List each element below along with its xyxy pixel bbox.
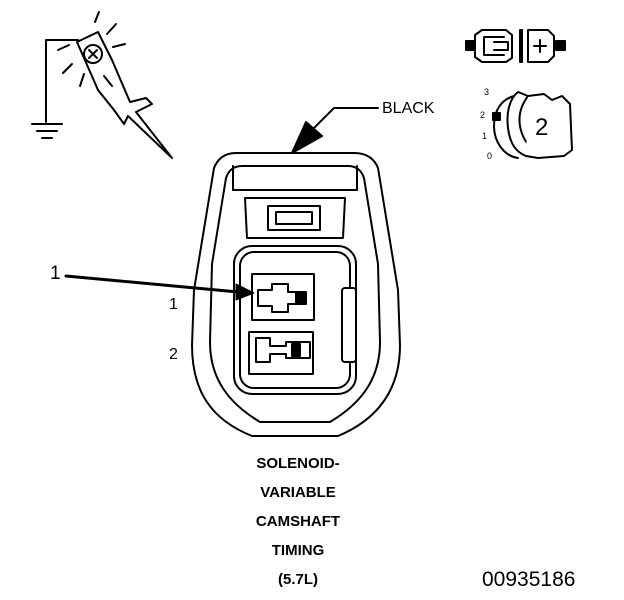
cavity-label-2: 2 xyxy=(169,346,178,363)
ground-symbol xyxy=(31,39,79,139)
scale-label-2: 2 xyxy=(480,110,486,120)
connector-color-label: BLACK xyxy=(382,100,435,117)
cavity-label-1: 1 xyxy=(169,296,178,313)
connector-housing xyxy=(191,152,401,437)
view-number: 2 xyxy=(535,114,549,141)
figure-id: 00935186 xyxy=(482,568,576,591)
scale-label-0: 0 xyxy=(487,151,493,161)
title-line-1: SOLENOID- xyxy=(256,455,340,472)
callout-number: 1 xyxy=(50,263,61,284)
color-callout-arrow xyxy=(291,107,379,154)
title-line-3: CAMSHAFT xyxy=(255,513,341,530)
connector-view-icon xyxy=(492,91,573,159)
connector-halves-icon xyxy=(465,29,566,63)
scale-label-3: 3 xyxy=(484,87,490,97)
test-probe-icon xyxy=(57,11,173,159)
callout-leader-arrow xyxy=(64,274,255,301)
title-line-4: TIMING xyxy=(271,542,325,559)
terminal-cavity-2 xyxy=(248,331,314,375)
title-line-5: (5.7L) xyxy=(277,571,318,588)
terminal-cavity-1 xyxy=(251,273,315,321)
scale-label-1: 1 xyxy=(482,131,488,141)
title-line-2: VARIABLE xyxy=(260,484,336,501)
